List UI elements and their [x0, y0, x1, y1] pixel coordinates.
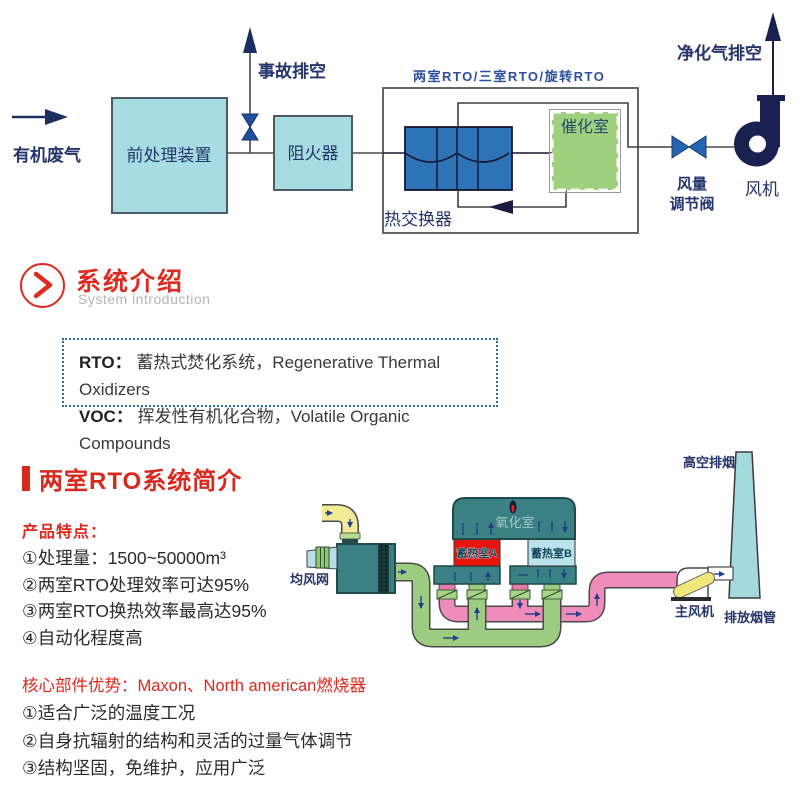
- emergency-vent-valve-icon: [241, 113, 259, 141]
- core-point-item: ③结构坚固，免维护，应用广泛: [22, 758, 266, 778]
- emergency-vent-arrow-icon: [243, 27, 257, 53]
- voc-definition: VOC： 挥发性有机化合物，Volatile Organic Compounds: [79, 403, 496, 457]
- definitions-box: RTO： 蓄热式焚化系统，Regenerative Thermal Oxidiz…: [62, 338, 498, 453]
- rto-types-label: 两室RTO/三室RTO/旋转RTO: [413, 69, 605, 84]
- manifold-boxes: [433, 566, 577, 584]
- heat-exchanger-box: [383, 126, 566, 191]
- flow-arrows: [325, 510, 725, 641]
- rto-system-diagram: 蓄热室A 蓄热室B 氧化室: [290, 451, 776, 648]
- process-flow-diagram: 有机废气 前处理装置 事故排空 阻火器 两室RTO/三室RTO/旋转RTO: [12, 12, 785, 234]
- clean-vent-label: 净化气排空: [677, 43, 762, 63]
- rto-text: 蓄热式焚化系统，Regenerative Thermal Oxidizers: [79, 353, 441, 399]
- heading-bar-icon: [22, 466, 30, 491]
- fan-icon: [734, 12, 785, 167]
- section-arrow-icon: [20, 263, 65, 308]
- damper-label-2: 调节阀: [669, 195, 714, 213]
- air-net-box: [306, 543, 396, 594]
- feature-item: ①处理量：1500~50000m³: [22, 548, 226, 568]
- fan-label: 风机: [745, 180, 779, 199]
- core-points-list: ①适合广泛的温度工况 ②自身抗辐射的结构和灵活的过量气体调节 ③结构坚固，免维护…: [22, 700, 353, 783]
- chamber-a-box: 蓄热室A: [453, 537, 501, 567]
- flame-arrester-box: 阻火器: [273, 115, 353, 191]
- flame-arrester-label: 阻火器: [288, 144, 339, 163]
- core-point-item: ②自身抗辐射的结构和灵活的过量气体调节: [22, 730, 353, 751]
- loop-arrow-icon: [489, 200, 513, 214]
- inlet-label: 有机废气: [13, 145, 81, 165]
- damper-collar-icon: [436, 589, 563, 600]
- section-subtitle: System introduction: [78, 291, 211, 307]
- damper-valve-icon: [671, 135, 707, 159]
- chamber-stub-valves: [436, 583, 563, 600]
- pipe-lines: [227, 53, 734, 154]
- damper-label-1: 风量: [677, 176, 707, 193]
- rto-outer-box: [382, 87, 639, 234]
- core-point-item: ①适合广泛的温度工况: [22, 703, 196, 723]
- pretreatment-label: 前处理装置: [127, 146, 212, 165]
- rto-section-heading: 两室RTO系统简介: [22, 461, 242, 496]
- emergency-vent-label: 事故排空: [258, 61, 326, 81]
- inlet-elbow-pipe: [322, 504, 361, 544]
- stack-top-label: 高空排烟: [683, 455, 735, 470]
- catalytic-chamber-label: 催化室: [561, 118, 609, 136]
- chamber-b-box: 蓄热室B: [527, 537, 576, 567]
- main-fan-icon: [671, 566, 734, 601]
- feature-item: ③两室RTO换热效率最高达95%: [22, 601, 267, 621]
- oxidation-chamber-box: 氧化室: [452, 497, 576, 540]
- feature-item: ④自动化程度高: [22, 627, 143, 648]
- heat-exchanger-label: 热交换器: [384, 210, 452, 229]
- main-fan-label: 主风机: [675, 604, 714, 619]
- rto-heading-text: 两室RTO系统简介: [39, 468, 243, 495]
- stack-chimney: [728, 451, 761, 599]
- pretreatment-box: 前处理装置: [111, 97, 228, 214]
- air-net-label: 均风网: [290, 572, 329, 587]
- rto-term: RTO：: [79, 353, 132, 372]
- catalytic-chamber-box: 催化室: [549, 109, 621, 193]
- rto-definition: RTO： 蓄热式焚化系统，Regenerative Thermal Oxidiz…: [79, 349, 496, 403]
- chamber-a-label: 蓄热室A: [457, 546, 498, 560]
- features-title: 产品特点：: [22, 524, 108, 541]
- features-list: ①处理量：1500~50000m³ ②两室RTO处理效率可达95% ③两室RTO…: [22, 545, 267, 651]
- voc-text: 挥发性有机化合物，Volatile Organic Compounds: [79, 407, 410, 453]
- core-components-title: 核心部件优势：Maxon、North american燃烧器: [22, 677, 366, 695]
- section-title: 系统介绍: [76, 268, 185, 296]
- oxidation-label: 氧化室: [495, 515, 534, 530]
- stack-pipe-label: 排放烟管: [724, 610, 776, 625]
- voc-term: VOC：: [79, 407, 133, 426]
- inlet-arrow-icon: [12, 109, 68, 125]
- feature-item: ②两室RTO处理效率可达95%: [22, 574, 250, 595]
- chamber-b-label: 蓄热室B: [531, 546, 572, 560]
